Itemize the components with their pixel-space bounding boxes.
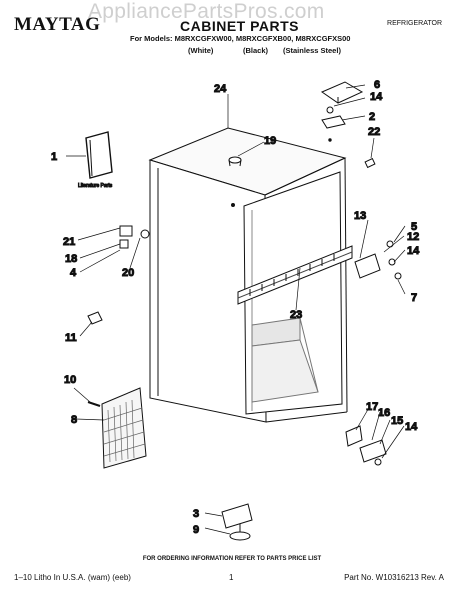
page-title: CABINET PARTS <box>180 18 300 34</box>
cabinet-body <box>148 127 348 423</box>
callout-2: 2 <box>369 111 375 123</box>
callout-21: 21 <box>63 236 75 248</box>
callout-14-bottom: 14 <box>405 421 418 433</box>
top-hinge-2 <box>321 106 346 129</box>
callouts: 1 2 3 4 5 6 7 8 9 10 11 12 13 14 14 14 1… <box>51 79 421 537</box>
literature-parts-label: Literature Parts <box>78 183 113 189</box>
callout-15: 15 <box>391 415 403 427</box>
plug-19 <box>228 156 242 167</box>
page-number: 1 <box>229 573 234 582</box>
ordering-note: FOR ORDERING INFORMATION REFER TO PARTS … <box>142 556 322 562</box>
watermark: AppliancePartsPros.com <box>88 0 325 23</box>
models-line: For Models: M8RXCGFXW00, M8RXCGFXB00, M8… <box>130 34 351 43</box>
callout-17: 17 <box>366 401 378 413</box>
callout-7: 7 <box>411 292 417 304</box>
category-label: REFRIGERATOR <box>387 20 442 27</box>
callout-14-top: 14 <box>370 91 383 103</box>
callout-12: 12 <box>407 231 419 243</box>
callout-23: 23 <box>290 309 302 321</box>
callout-20: 20 <box>122 267 134 279</box>
callout-22: 22 <box>368 126 380 138</box>
callout-16: 16 <box>378 407 390 419</box>
callout-11: 11 <box>65 332 77 344</box>
center-rail <box>237 245 353 305</box>
leveling-leg <box>221 503 253 541</box>
bracket-11 <box>87 311 103 325</box>
variant-white: (White) <box>188 46 214 55</box>
cover-hinge-6 <box>320 81 364 104</box>
maytag-logo: MAYTAG <box>14 14 101 35</box>
callout-3: 3 <box>193 508 199 520</box>
back-panel <box>101 387 147 469</box>
litho-info: 1–10 Litho In U.S.A. (wam) (eeb) <box>14 573 131 582</box>
callout-10: 10 <box>64 374 76 386</box>
callout-19: 19 <box>264 135 276 147</box>
callout-6: 6 <box>374 79 380 91</box>
variant-stainless: (Stainless Steel) <box>283 46 341 55</box>
callout-14-mid: 14 <box>407 245 420 257</box>
callout-5: 5 <box>411 221 417 233</box>
callout-18: 18 <box>65 253 77 265</box>
plug-22 <box>364 157 376 169</box>
callout-8: 8 <box>71 414 77 426</box>
part-number: Part No. W10316213 Rev. A <box>344 573 444 582</box>
variant-black: (Black) <box>243 46 269 55</box>
leader-lines <box>66 84 406 535</box>
callout-24: 24 <box>214 83 227 95</box>
callout-4: 4 <box>70 267 77 279</box>
center-hinge <box>354 240 402 280</box>
screw-10 <box>87 401 101 407</box>
literature-booklet <box>85 131 113 179</box>
bottom-hinge <box>345 425 387 466</box>
callout-13: 13 <box>354 210 366 222</box>
callout-1: 1 <box>51 151 57 163</box>
callout-9: 9 <box>193 524 199 536</box>
hinge-assembly-left <box>119 225 150 249</box>
